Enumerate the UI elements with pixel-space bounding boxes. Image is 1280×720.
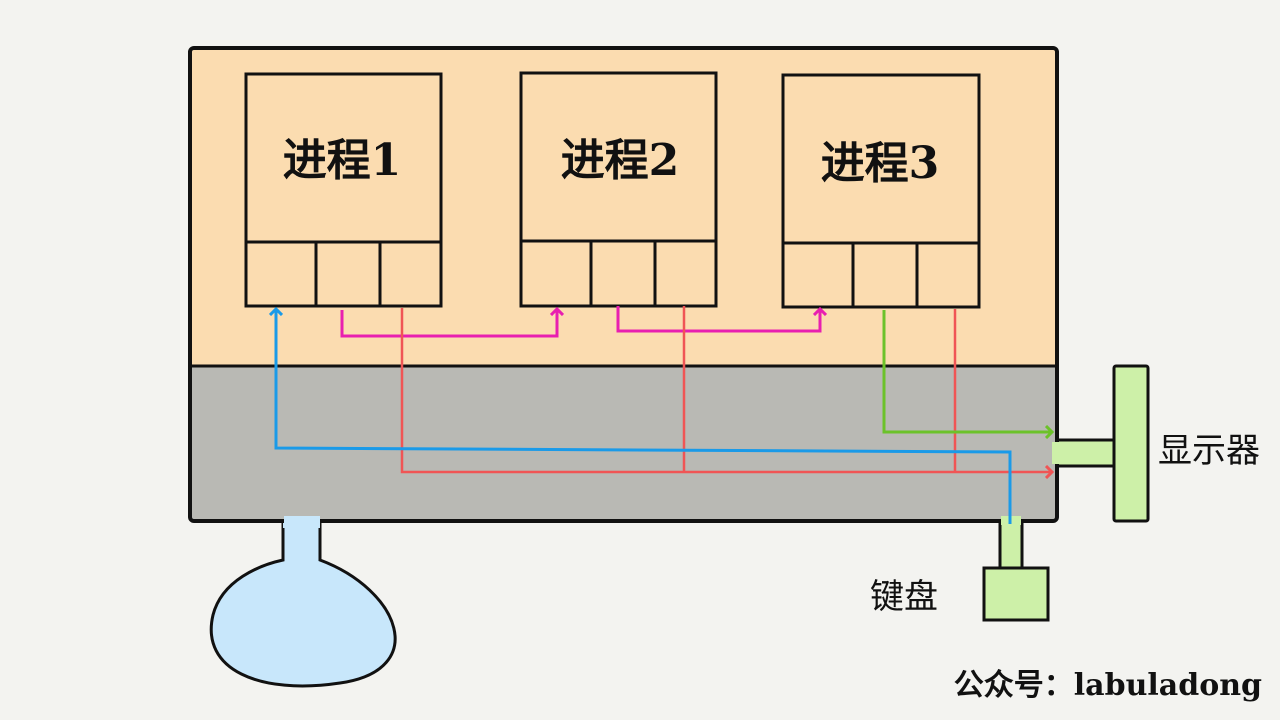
- keyboard-input-arrow: [276, 309, 1012, 524]
- process-3-label: 进程3: [821, 138, 940, 189]
- process-2-label: 进程2: [561, 135, 680, 186]
- keyboard-device: [982, 520, 1050, 622]
- kernel-space-region: [190, 366, 1057, 521]
- process-1-label: 进程1: [283, 135, 402, 186]
- pipe-arrow-2-to-3: [616, 306, 820, 333]
- display-label: 显示器: [1158, 431, 1260, 471]
- process-1-box: 进程1: [244, 72, 443, 308]
- process-3-box: 进程3: [781, 73, 981, 309]
- keyboard-label: 键盘: [870, 577, 938, 617]
- pipe-arrow-1-to-2: [340, 309, 557, 338]
- display-arrow: [882, 310, 1052, 432]
- output-line-process-1: [400, 308, 1052, 472]
- display-device: [1054, 364, 1150, 523]
- footer-credit: 公众号：labuladong: [954, 668, 1262, 703]
- disk-icon: [209, 518, 397, 688]
- process-2-box: 进程2: [519, 71, 718, 308]
